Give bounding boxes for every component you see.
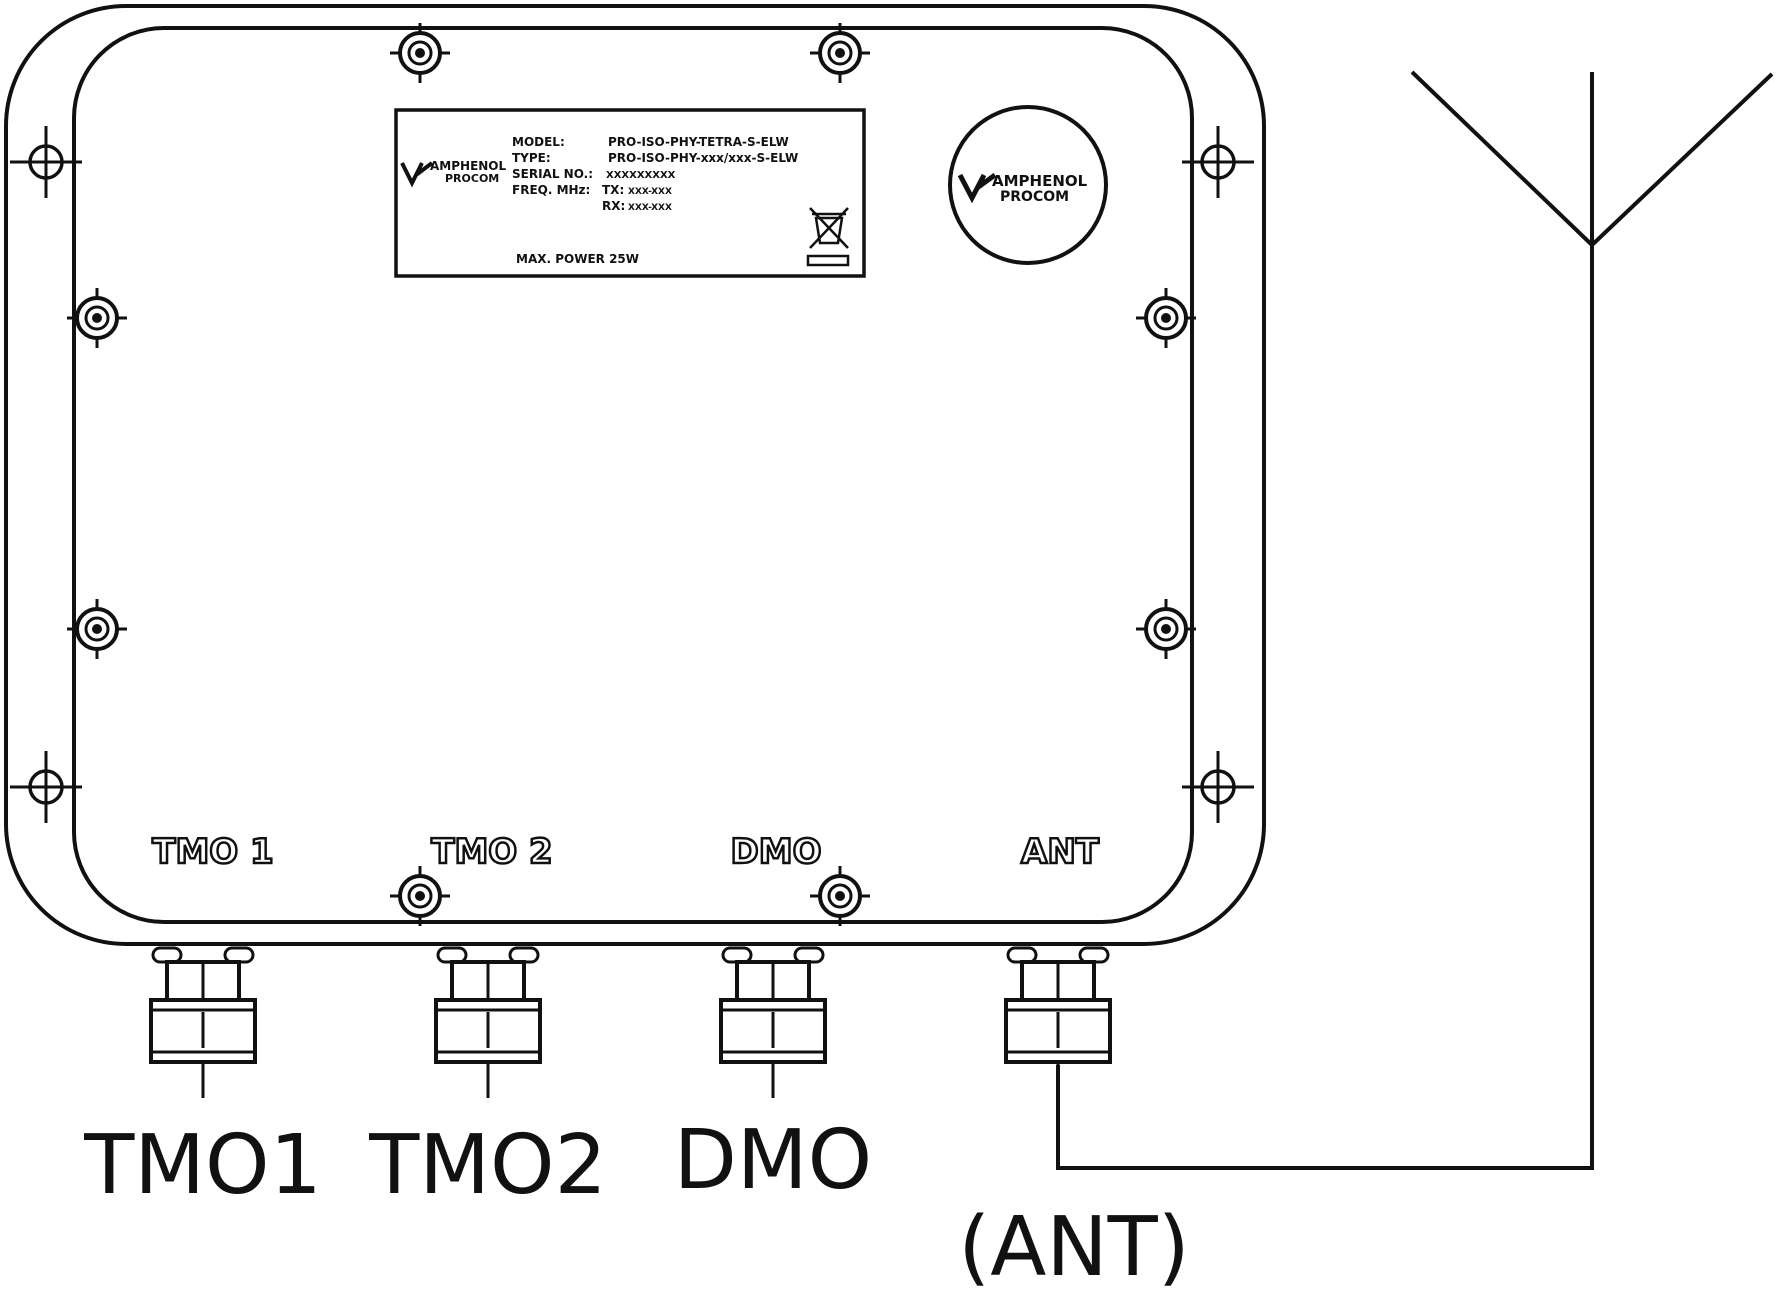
connector-centerlines	[201, 1012, 1060, 1110]
screw-icon	[388, 21, 452, 85]
housing-port-label: TMO 2	[431, 832, 552, 872]
enclosure-lid	[72, 26, 1194, 924]
enclosure-outer	[4, 4, 1266, 946]
type-label: TYPE:	[512, 151, 551, 165]
round-logo-line2: PROCOM	[1000, 189, 1069, 205]
antenna-label: (ANT)	[958, 1200, 1190, 1295]
housing-port-label: DMO	[731, 832, 822, 872]
serial-label: SERIAL NO.:	[512, 167, 593, 181]
connectors	[149, 946, 1112, 1064]
enclosure	[4, 4, 1266, 946]
mount-cross-icon	[8, 749, 84, 825]
nameplate-logo: AMPHENOL PROCOM	[400, 159, 507, 188]
nameplate-logo-line1: AMPHENOL	[430, 159, 507, 173]
housing-port-label: TMO 1	[152, 832, 273, 872]
logo-mark-icon	[400, 161, 434, 188]
rx-label: RX:	[602, 199, 625, 213]
screw-icon	[808, 864, 872, 928]
screw-icon	[388, 864, 452, 928]
model-value: PRO-ISO-PHY-TETRA-S-ELW	[608, 135, 789, 149]
screw-icon	[808, 21, 872, 85]
type-value: PRO-ISO-PHY-xxx/xxx-S-ELW	[608, 151, 798, 165]
freq-label: FREQ. MHz:	[512, 183, 590, 197]
round-logo-line1: AMPHENOL	[992, 172, 1088, 190]
connector-label: TMO2	[368, 1118, 607, 1213]
connector-label: DMO	[674, 1113, 872, 1208]
connector-labels: TMO1 TMO2 DMO	[83, 1113, 872, 1213]
nameplate-logo-line2: PROCOM	[445, 172, 499, 185]
crossed-bin-icon	[806, 207, 850, 267]
tx-value: XXX-XXX	[628, 187, 672, 197]
logo-mark-icon	[957, 172, 997, 204]
connector-label: TMO1	[83, 1118, 322, 1213]
rx-value: XXX-XXX	[628, 203, 672, 213]
housing-port-label: ANT	[1021, 832, 1100, 872]
tx-label: TX:	[602, 183, 624, 197]
serial-value: XXXXXXXXX	[606, 170, 676, 181]
round-logo: AMPHENOL PROCOM	[948, 105, 1108, 265]
screw-icon	[1134, 597, 1198, 661]
housing-port-labels: TMO 1 TMO 2 DMO ANT	[151, 831, 1101, 874]
screw-icon	[1134, 286, 1198, 350]
antenna-cable	[1056, 245, 1594, 1170]
model-label: MODEL:	[512, 135, 565, 149]
nameplate: AMPHENOL PROCOM MODEL: PRO-ISO-PHY-TETRA…	[394, 108, 866, 278]
mount-cross-icon	[8, 124, 84, 200]
antenna-icon	[1410, 70, 1774, 247]
max-power: MAX. POWER 25W	[516, 252, 639, 266]
